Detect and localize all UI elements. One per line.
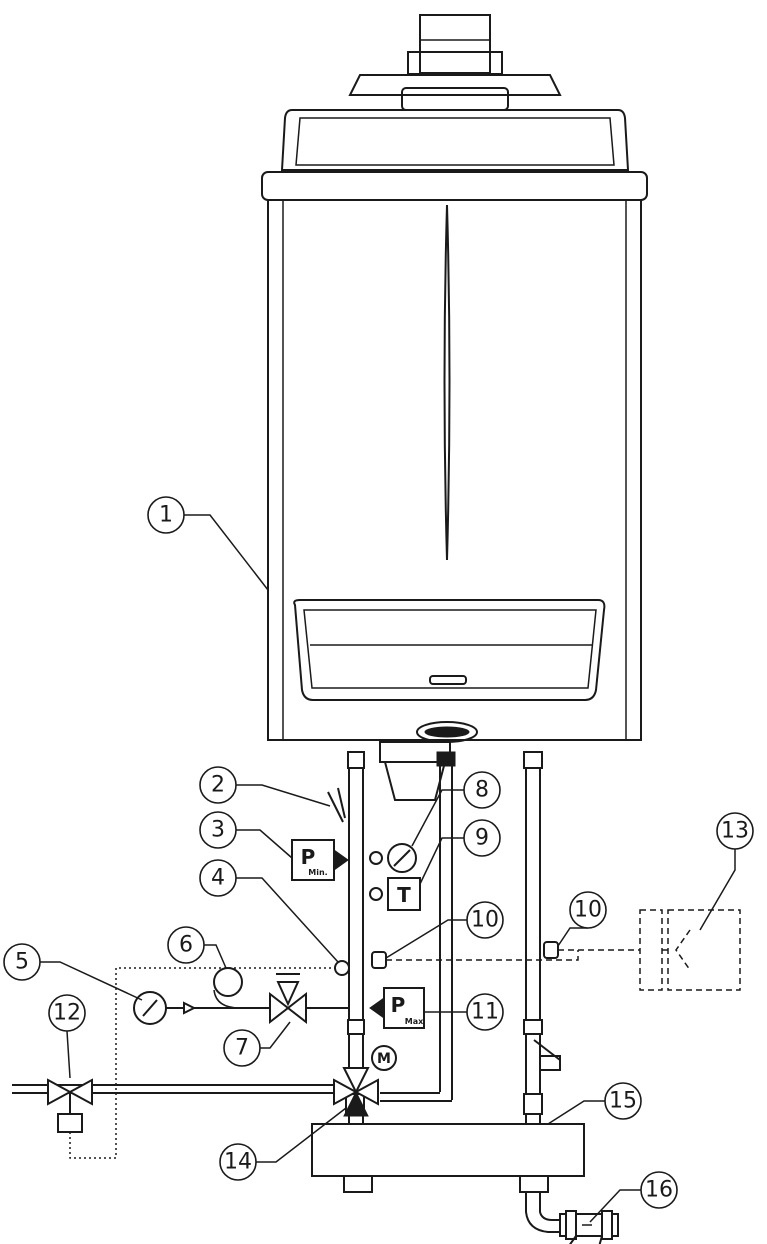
callout-12: 12 [48, 994, 86, 1032]
callout-14-label: 14 [224, 1150, 252, 1175]
callout-5: 5 [3, 943, 41, 981]
callout-15-label: 15 [609, 1089, 637, 1114]
gas-pipe [436, 751, 456, 1100]
callout-10-left-label: 10 [471, 908, 499, 933]
motorised-valve: M [333, 1045, 397, 1117]
thermostat-letter: T [397, 883, 411, 907]
callout-2-label: 2 [211, 773, 225, 798]
callout-12-label: 12 [53, 1001, 81, 1026]
callout-11-label: 11 [471, 1000, 499, 1025]
callout-13-label: 13 [721, 819, 749, 844]
callout-5-label: 5 [15, 950, 29, 975]
callout-9-label: 9 [475, 826, 489, 851]
flue-outlet [348, 14, 562, 111]
motor-symbol: M [377, 1051, 391, 1067]
callout-6-label: 6 [179, 933, 193, 958]
pmax-sub: Max [405, 1017, 424, 1026]
sensors: P Min. T P Max [291, 787, 559, 1029]
leader-lines [38, 514, 736, 1223]
callout-3: 3 [199, 811, 237, 849]
callout-4: 4 [199, 859, 237, 897]
callout-10-right-label: 10 [574, 898, 602, 923]
callout-16-label: 16 [645, 1178, 673, 1203]
boiler-top-cover [261, 109, 648, 201]
callout-1: 1 [147, 496, 185, 534]
callout-11: 11 [466, 993, 504, 1031]
supply-shutoff-valve [47, 967, 340, 1159]
return-pipe-right [523, 751, 561, 1125]
callout-2: 2 [199, 766, 237, 804]
callout-14: 14 [219, 1143, 257, 1181]
filter-elbow [525, 1192, 619, 1244]
pmax-letter: P [391, 993, 406, 1017]
callout-10-right: 10 [569, 891, 607, 929]
filling-loop [133, 967, 349, 1025]
callout-3-label: 3 [211, 818, 225, 843]
hydraulic-block [311, 1123, 585, 1193]
callout-1-label: 1 [159, 503, 173, 528]
remote-device [386, 909, 741, 991]
callout-10-left: 10 [466, 901, 504, 939]
callout-15: 15 [604, 1082, 642, 1120]
callout-6: 6 [167, 926, 205, 964]
callout-8-label: 8 [475, 778, 489, 803]
callout-4-label: 4 [211, 866, 225, 891]
callout-8: 8 [463, 771, 501, 809]
boiler-casing [267, 199, 642, 801]
pmin-letter: P [301, 845, 316, 869]
pmin-sub: Min. [308, 868, 327, 877]
callout-7: 7 [223, 1029, 261, 1067]
callout-13: 13 [716, 812, 754, 850]
callout-9: 9 [463, 819, 501, 857]
callout-7-label: 7 [235, 1036, 249, 1061]
callout-16: 16 [640, 1171, 678, 1209]
